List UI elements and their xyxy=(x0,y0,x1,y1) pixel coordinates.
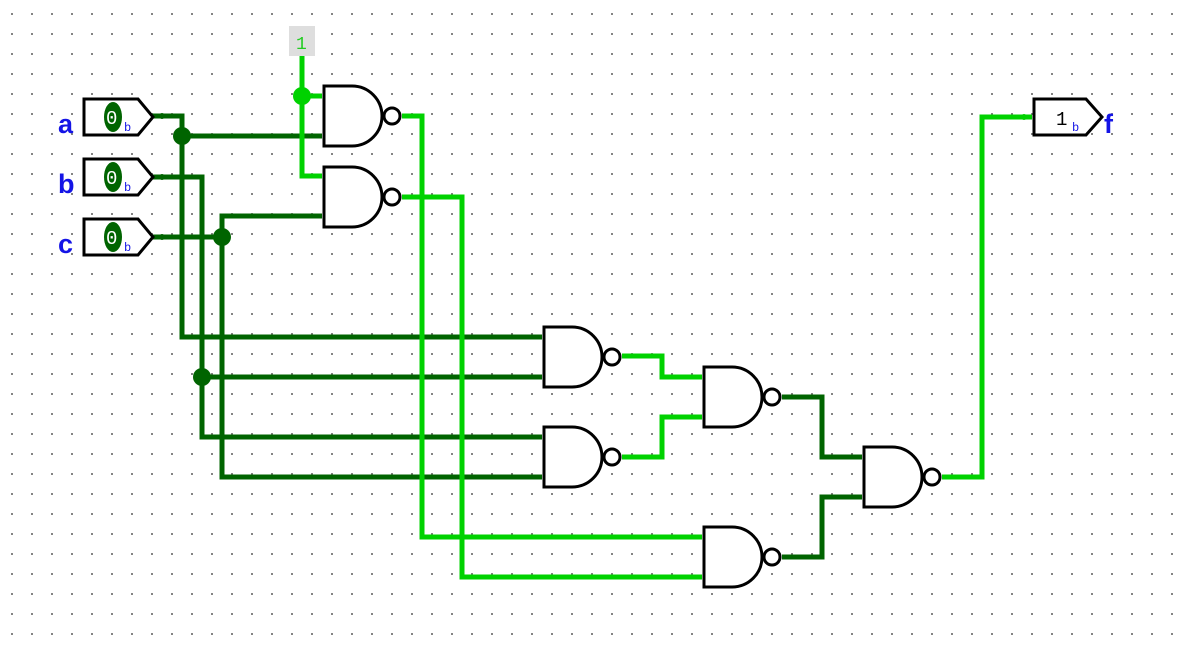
input-pin-a[interactable]: a 0 b xyxy=(58,97,155,139)
wire-mid1-to-stage2 xyxy=(622,353,702,380)
input-toggle-ellipse xyxy=(104,102,122,132)
output-radix-f: b xyxy=(1072,121,1079,135)
input-value-b: 0 xyxy=(106,168,117,190)
junction-b xyxy=(193,368,211,386)
junction-const xyxy=(293,87,311,105)
output-label-f: f xyxy=(1104,109,1114,139)
input-label-a: a xyxy=(58,109,74,139)
wire-b-trunk xyxy=(150,174,542,440)
wire-const-trunk xyxy=(299,56,322,179)
gate-body xyxy=(862,445,924,509)
constant-value: 1 xyxy=(296,35,307,55)
wire-a-to-nand-mid-1 xyxy=(179,136,542,340)
gate-bubble xyxy=(602,447,622,467)
input-label-c: c xyxy=(58,229,73,259)
gate-body xyxy=(702,365,764,429)
nand-mid-1[interactable] xyxy=(542,325,622,389)
gate-body xyxy=(542,325,604,389)
gate-bubble xyxy=(762,387,782,407)
nand-top-1[interactable] xyxy=(322,84,402,148)
wire-top2-to-bottom xyxy=(402,194,702,580)
junction-a xyxy=(173,127,191,145)
gate-body xyxy=(702,525,764,589)
wires-low xyxy=(150,113,862,560)
gate-body xyxy=(322,165,384,229)
input-radix-c: b xyxy=(124,241,131,255)
input-toggle-ellipse xyxy=(104,162,122,192)
wire-mid2-to-stage2 xyxy=(622,414,702,460)
wire-final-to-output xyxy=(942,114,1032,480)
wire-stage2-to-final xyxy=(782,394,862,460)
wire-c-to-nand-top-2 xyxy=(219,213,322,237)
input-radix-a: b xyxy=(124,121,131,135)
nand-bottom[interactable] xyxy=(702,525,782,589)
input-label-b: b xyxy=(58,169,75,199)
gate-bubble xyxy=(922,467,942,487)
port-dots xyxy=(159,113,1027,240)
wire-bottom-to-final xyxy=(782,494,862,560)
input-pin-b[interactable]: b 0 b xyxy=(58,157,155,199)
input-toggle-ellipse xyxy=(104,222,122,252)
constant-one[interactable]: 1 xyxy=(289,26,315,56)
constant-box xyxy=(289,26,315,56)
junction-c xyxy=(213,228,231,246)
input-pin-c[interactable]: c 0 b xyxy=(58,217,155,259)
input-radix-b: b xyxy=(124,181,131,195)
nand-final[interactable] xyxy=(862,445,942,509)
output-value-f: 1 xyxy=(1056,109,1067,131)
output-pin-f[interactable]: 1 b f xyxy=(1032,97,1114,139)
gate-bubble xyxy=(762,547,782,567)
input-value-a: 0 xyxy=(106,108,117,130)
gate-body xyxy=(542,425,604,489)
wire-top1-to-bottom xyxy=(402,113,702,540)
wires-high xyxy=(299,56,1032,580)
gate-bubble xyxy=(382,106,402,126)
junctions xyxy=(173,87,311,386)
nand-mid-2[interactable] xyxy=(542,425,622,489)
input-value-c: 0 xyxy=(106,228,117,250)
nand-top-2[interactable] xyxy=(322,165,402,229)
gate-bubble xyxy=(602,347,622,367)
nand-stage-2[interactable] xyxy=(702,365,782,429)
output-pin-shape xyxy=(1032,97,1105,137)
gate-bubble xyxy=(382,187,402,207)
wire-c-to-nand-mid-2 xyxy=(219,237,542,480)
gate-body xyxy=(322,84,384,148)
